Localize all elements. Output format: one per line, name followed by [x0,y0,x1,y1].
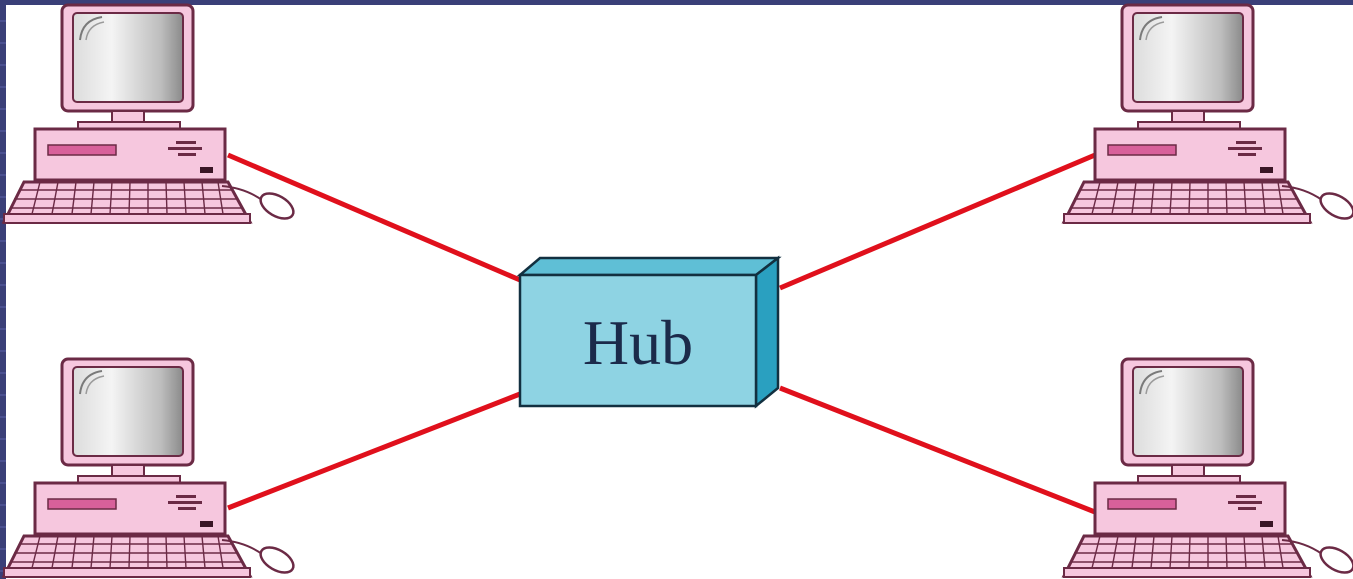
frame-top-border [0,0,1353,5]
computer-top-right [1062,3,1353,226]
cable-top-right [779,152,1096,291]
hub-top-face [516,256,782,277]
computer-bottom-left [2,357,300,579]
computer-top-left [2,3,300,226]
cable-bottom-right [779,385,1096,515]
cable-bottom-left [227,391,521,511]
hub-label: Hub [583,307,693,378]
hub-device: Hub [516,255,782,409]
hub-front-face [518,273,758,408]
frame-left-border [0,0,6,579]
computer-bottom-right [1062,357,1353,579]
hub-side-face [754,255,780,409]
cable-top-left [227,152,521,283]
cables [227,152,1096,515]
